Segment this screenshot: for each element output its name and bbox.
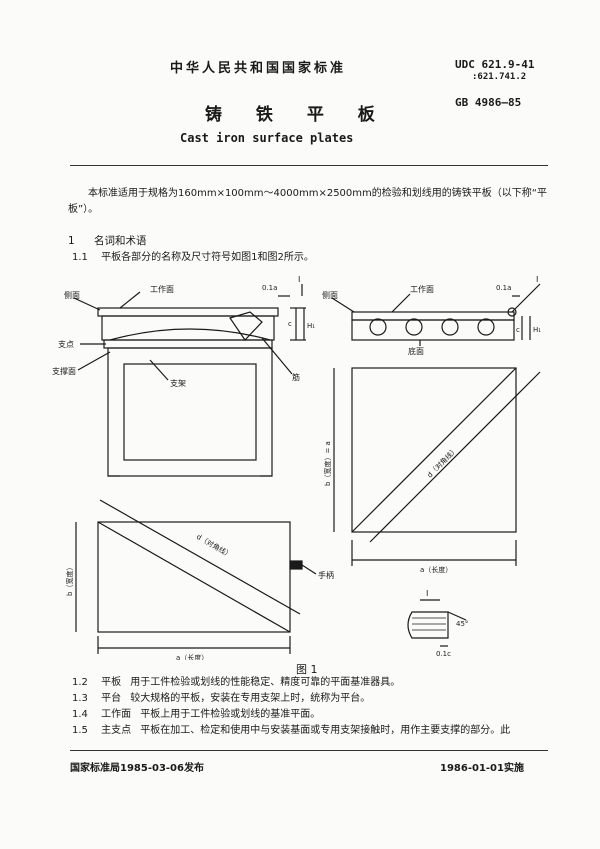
item-number: 1.4 — [72, 709, 88, 720]
label-c: c — [288, 320, 292, 328]
square-plate — [351, 367, 517, 533]
leader2-side — [331, 297, 355, 313]
rect-diagonal — [97, 521, 291, 633]
footer-issued: 国家标准局1985-03-06发布 — [70, 763, 204, 774]
item-text: 平板各部分的名称及尺寸符号如图1和图2所示。 — [101, 252, 314, 263]
item-1-1: 1.1 平板各部分的名称及尺寸符号如图1和图2所示。 — [72, 251, 552, 265]
label-rect-a: a（长度） — [176, 653, 208, 660]
label2-01a: 0.1a — [496, 284, 511, 292]
detail-I-section — [407, 611, 449, 639]
item-number: 1.2 — [72, 677, 88, 688]
leader-side — [73, 297, 101, 311]
plate2-hole-1 — [369, 318, 387, 336]
item-1-4: 1.4 工作面 平板上用于工件检验或划线的基准平面。 — [72, 708, 552, 722]
plate2-hole-4 — [477, 318, 495, 336]
leader-rib — [261, 337, 293, 375]
rect-plate — [97, 521, 291, 633]
label2-I: I — [536, 275, 538, 284]
label-stand: 支架 — [170, 378, 186, 388]
udc-code: UDC 621.9-41 — [455, 58, 535, 71]
doc-title-en: Cast iron surface plates — [180, 131, 354, 145]
label-01a: 0.1a — [262, 284, 277, 292]
leader-handle — [301, 564, 317, 575]
label-square-d: d（对角线） — [425, 445, 459, 479]
udc-code-sub: :621.741.2 — [472, 72, 527, 82]
section-title: 名词和术语 — [94, 235, 147, 247]
support-beam — [103, 339, 273, 349]
label-01c: 0.1c — [436, 650, 451, 658]
detail-I-hatch — [412, 617, 446, 631]
leader-work — [119, 291, 141, 309]
label-H1: H₁ — [307, 322, 315, 330]
label-45deg: 45° — [456, 620, 468, 628]
plate2-hole-2 — [405, 318, 423, 336]
item-1-3: 1.3 平台 较大规格的平板，安装在专用支架上时，统称为平台。 — [72, 692, 552, 706]
label-I: I — [298, 275, 300, 284]
dim2-I-leader — [511, 283, 541, 313]
item-term: 平板 — [101, 677, 122, 688]
item-1-2: 1.2 平板 用于工件检验或划线的性能稳定、精度可靠的平面基准器具。 — [72, 676, 552, 690]
leader-support-face — [77, 351, 111, 371]
label2-c: c — [516, 326, 520, 334]
item-term: 主支点 — [101, 725, 132, 736]
header-rule — [70, 165, 548, 166]
doc-title: 铸 铁 平 板 — [205, 105, 389, 125]
intro-paragraph: 本标准适用于规格为160mm×100mm～4000mm×2500mm的检验和划线… — [68, 188, 547, 215]
label-rect-b: b（宽度） — [65, 564, 74, 596]
label2-bottom-face: 底面 — [408, 346, 424, 356]
item-text: 平板上用于工件检验或划线的基准平面。 — [140, 709, 321, 720]
label-work-face: 工作面 — [150, 284, 174, 294]
label2-work-face: 工作面 — [410, 284, 434, 294]
item-text: 较大规格的平板，安装在专用支架上时，统称为平台。 — [130, 693, 371, 704]
detail-angle-line — [447, 611, 467, 621]
rect-diag-dim — [99, 499, 301, 615]
label-side-face: 侧面 — [64, 290, 80, 300]
rib-section — [229, 311, 263, 341]
square-diag-dim — [369, 371, 541, 543]
plate-arch — [109, 328, 271, 341]
item-text: 平板在加工、检定和使用中与安装基面或专用支架接触时，用作主要支撑的部分。此 — [140, 725, 511, 736]
item-term: 工作面 — [101, 709, 132, 720]
issuing-org: 中华人民共和国国家标准 — [170, 61, 347, 76]
section-number: 1 — [68, 235, 75, 247]
item-text: 用于工件检验或划线的性能稳定、精度可靠的平面基准器具。 — [130, 677, 401, 688]
plate2-body — [351, 319, 515, 341]
plate-top — [97, 307, 279, 317]
footer-effective: 1986-01-01实施 — [440, 763, 524, 774]
leader2-work — [391, 293, 411, 313]
label-detail-I: I — [426, 589, 428, 598]
label2-H1: H₁ — [533, 326, 541, 334]
section-1-heading: 1 名词和术语 — [68, 233, 147, 248]
item-number: 1.1 — [72, 252, 88, 263]
item-number: 1.5 — [72, 725, 88, 736]
label-rect-d: d（对角线） — [195, 532, 234, 560]
plate2-hole-3 — [441, 318, 459, 336]
label-support-face: 支撑面 — [52, 366, 76, 376]
item-1-5: 1.5 主支点 平板在加工、检定和使用中与安装基面或专用支架接触时，用作主要支撑… — [72, 724, 552, 738]
plate2-corner-mark — [507, 307, 517, 317]
figure-1: 侧面 工作面 0.1a I c H₁ 支点 支撑面 支架 筋 侧面 工作面 0.… — [52, 275, 541, 660]
leader-stand — [149, 359, 169, 381]
stand-opening — [123, 363, 257, 461]
label-handle: 手柄 — [318, 570, 334, 580]
label-support-point: 支点 — [58, 339, 74, 349]
handle-shape — [289, 560, 303, 570]
label-rib: 筋 — [292, 372, 300, 382]
footer-rule — [70, 750, 548, 751]
figure-caption: 图 1 — [296, 663, 318, 676]
label-square-a: a（长度） — [420, 565, 452, 574]
stand-frame — [107, 347, 273, 477]
gb-code: GB 4986—85 — [455, 96, 522, 109]
square-diagonal — [351, 367, 517, 533]
item-number: 1.3 — [72, 693, 88, 704]
label-square-b: b（宽度）= a — [323, 441, 332, 486]
label2-side-face: 侧面 — [322, 290, 338, 300]
item-term: 平台 — [101, 693, 122, 704]
